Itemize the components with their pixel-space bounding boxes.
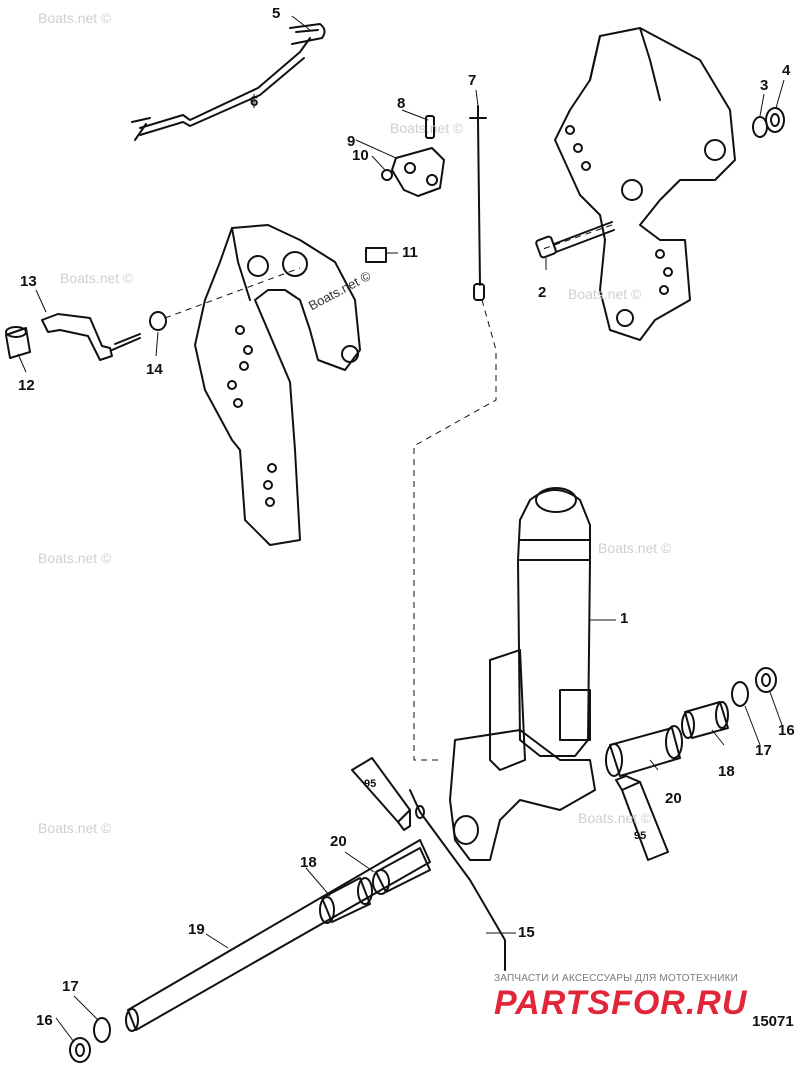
- decal-part-11: [365, 247, 387, 263]
- rod-clip-part-5: [289, 23, 326, 45]
- knob-part-12: [5, 326, 31, 359]
- bushing-part-20-left: [372, 847, 431, 895]
- callout-13: 13: [20, 273, 37, 290]
- callout-15: 15: [518, 924, 535, 941]
- callout-17-left: 17: [62, 978, 79, 995]
- callout-19: 19: [188, 921, 205, 938]
- callout-17-right: 17: [755, 742, 772, 759]
- footer-tagline: ЗАПЧАСТИ И АКСЕССУАРЫ ДЛЯ МОТОТЕХНИКИ: [494, 973, 739, 984]
- washer-part-17-left: [93, 1017, 111, 1043]
- watermark: Boats.net ©: [578, 810, 652, 826]
- callout-4: 4: [782, 62, 791, 79]
- watermark: Boats.net ©: [38, 10, 112, 26]
- callout-20-right: 20: [665, 790, 682, 807]
- washer-part-3: [752, 116, 768, 138]
- callout-18-left: 18: [300, 854, 317, 871]
- alignment-lines: [164, 224, 613, 761]
- callout-12: 12: [18, 377, 35, 394]
- tube-label-right: 95: [634, 830, 647, 842]
- callout-9: 9: [347, 133, 356, 150]
- callout-16-left: 16: [36, 1012, 53, 1029]
- tube-label-left: 95: [364, 778, 377, 790]
- watermark: Boats.net ©: [568, 286, 642, 302]
- spacer-part-18-left: [319, 877, 373, 924]
- link-bracket-part-9: [391, 147, 445, 197]
- leader-lines: [17, 15, 785, 1043]
- callout-7: 7: [468, 72, 477, 89]
- watermark: Boats.net ©: [38, 550, 112, 566]
- callout-11: 11: [402, 244, 418, 261]
- cable-part-15: [409, 789, 506, 971]
- nut-part-4: [765, 107, 785, 133]
- callout-18-right: 18: [718, 763, 735, 780]
- callout-3: 3: [760, 77, 769, 94]
- watermark: Boats.net ©: [390, 120, 464, 136]
- cable-part-7: [469, 105, 487, 301]
- callout-16-right: 16: [778, 722, 795, 739]
- callout-2: 2: [538, 284, 547, 301]
- grease-tube-left: [351, 757, 411, 831]
- callout-10: 10: [352, 147, 369, 164]
- footer-logo[interactable]: PARTSFOR.RU: [494, 984, 748, 1022]
- callout-5: 5: [272, 5, 281, 22]
- callout-14: 14: [146, 361, 163, 378]
- watermark: Boats.net ©: [598, 540, 672, 556]
- watermark: Boats.net ©: [60, 270, 134, 286]
- washer-part-17-right: [731, 681, 749, 707]
- callout-6: 6: [250, 93, 259, 110]
- callout-20-left: 20: [330, 833, 347, 850]
- callout-1: 1: [620, 610, 629, 627]
- left-clamp-bracket: [194, 224, 361, 546]
- tilt-tube-part-19: [125, 839, 431, 1032]
- nut-part-16-left: [69, 1037, 91, 1063]
- bolt-part-2: [535, 221, 615, 259]
- bushing-part-20-right: [605, 725, 683, 777]
- diagram-number: 15071: [752, 1013, 794, 1030]
- tilt-cylinder-part-1: [449, 487, 596, 861]
- callout-8: 8: [397, 95, 406, 112]
- washer-part-14: [149, 311, 167, 331]
- nut-part-16-right: [755, 667, 777, 693]
- lever-part-13: [41, 313, 141, 361]
- shift-rod-part-6: [131, 37, 311, 141]
- right-clamp-bracket: [554, 27, 736, 341]
- spacer-part-18-right: [681, 701, 729, 739]
- grease-tube-right: [615, 775, 669, 861]
- nut-part-10: [381, 169, 393, 181]
- pin-part-8: [425, 115, 435, 139]
- watermark: Boats.net ©: [38, 820, 112, 836]
